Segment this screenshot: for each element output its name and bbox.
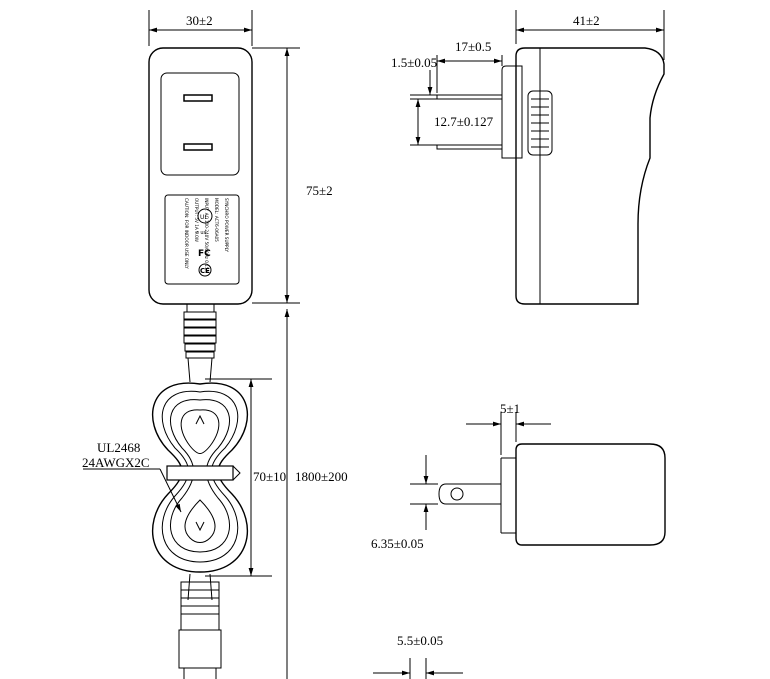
dim-pin-spacing: 12.7±0.127	[434, 114, 494, 129]
bottom-pin	[438, 483, 501, 505]
label-line-2: MODEL: ACT6-06A05	[214, 198, 219, 242]
dim-pin-hole-pos: 6.35±0.05	[371, 536, 424, 551]
ce-mark-icon	[198, 263, 212, 277]
side-pin-bottom	[436, 144, 503, 150]
label-line-4: OUTPUT: 5V 1A 5.0W	[194, 198, 199, 242]
side-body	[515, 47, 665, 305]
dim-bottom-offset: 5±1	[500, 401, 520, 416]
dim-side-depth: 41±2	[573, 13, 600, 28]
cable-label-line1: UL2468	[97, 440, 140, 455]
side-grip	[527, 90, 553, 156]
dim-pin-thickness: 1.5±0.05	[391, 55, 437, 70]
cable-label-line2: 24AWGX2C	[82, 455, 150, 470]
product-label: SYNCHRO POWER SUPPLY MODEL: ACT6-06A05 I…	[164, 194, 240, 285]
label-line-1: SYNCHRO POWER SUPPLY	[224, 198, 229, 252]
strain-relief-bottom	[178, 573, 222, 679]
dim-pin-length: 17±0.5	[455, 39, 491, 54]
dim-cord-length: 1800±200	[295, 469, 348, 484]
side-view: 41±2 17±0.5 1.5±0.05 12.7±0.127	[391, 10, 665, 305]
ul-mark-icon	[197, 208, 213, 224]
dim-front-height: 75±2	[306, 183, 333, 198]
bottom-body	[515, 443, 666, 546]
socket-face	[160, 72, 240, 176]
cus-mark: c us	[196, 230, 207, 236]
cable-tie	[166, 465, 234, 481]
pin-slot-top	[183, 94, 213, 102]
dim-cord-coil: 70±10	[253, 469, 286, 484]
label-line-5: CAUTION: FOR INDOOR USE ONLY	[184, 198, 189, 269]
front-view: SYNCHRO POWER SUPPLY MODEL: ACT6-06A05 I…	[82, 10, 348, 679]
fcc-mark: FC	[198, 249, 211, 259]
label-line-3: INPUT: AC 100-240V 50/60Hz 0.15A	[204, 198, 209, 273]
pin-hole	[450, 487, 464, 501]
ce-mark: CE	[200, 267, 210, 275]
dim-front-width: 30±2	[186, 13, 213, 28]
side-pin-top	[436, 94, 503, 100]
strain-relief-top	[183, 304, 217, 383]
adapter-body	[148, 47, 253, 305]
bottom-view: 5±1 6.35±0.05 5.5±0.05	[371, 401, 666, 679]
dim-pin-width: 5.5±0.05	[397, 633, 443, 648]
ul-mark: UL	[200, 214, 208, 221]
pin-slot-bottom	[183, 143, 213, 151]
coiled-cord	[152, 382, 248, 573]
